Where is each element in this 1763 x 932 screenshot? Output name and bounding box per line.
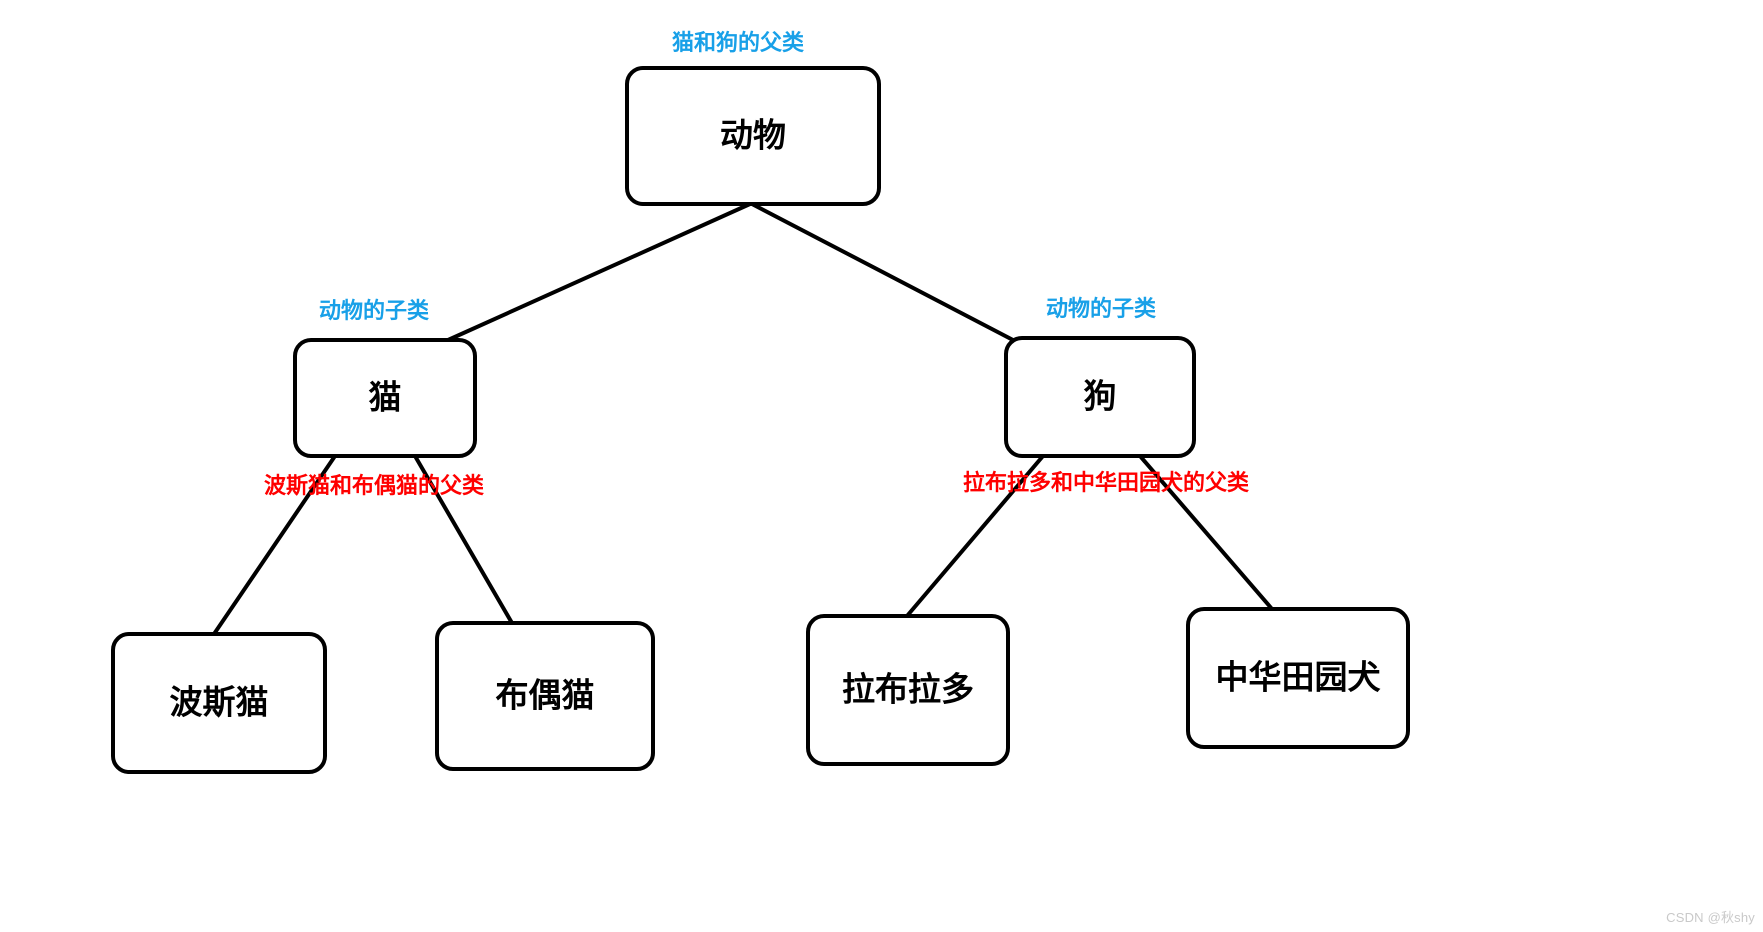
node-dog[interactable]: 狗	[1004, 336, 1196, 458]
node-box-animal[interactable]	[625, 66, 881, 206]
node-label-animal: 动物	[720, 117, 786, 154]
node-labrador[interactable]: 拉布拉多	[806, 614, 1010, 766]
edge-cat-to-ragdoll	[413, 454, 514, 625]
node-cat[interactable]: 猫	[293, 338, 477, 458]
node-ragdoll[interactable]: 布偶猫	[435, 621, 655, 771]
node-box-labrador[interactable]	[806, 614, 1010, 766]
edges-layer	[212, 202, 1274, 636]
csdn-watermark: CSDN @秋shy	[1666, 910, 1755, 925]
node-label-chinese: 中华田园犬	[1216, 659, 1381, 696]
annotation-animal-note: 猫和狗的父类	[672, 30, 805, 55]
edge-dog-to-labrador	[905, 454, 1045, 618]
node-label-ragdoll: 布偶猫	[496, 677, 595, 714]
edge-animal-to-cat	[446, 202, 752, 342]
node-label-labrador: 拉布拉多	[842, 671, 974, 708]
node-label-cat: 猫	[369, 379, 402, 416]
node-label-dog: 狗	[1084, 378, 1117, 415]
annotation-dog-note: 动物的子类	[1046, 296, 1157, 321]
annotation-cat-parent-note: 波斯猫和布偶猫的父类	[264, 473, 485, 498]
edge-dog-to-chinese	[1138, 454, 1274, 611]
node-chinese[interactable]: 中华田园犬	[1186, 607, 1410, 749]
node-animal[interactable]: 动物	[625, 66, 881, 206]
node-persian[interactable]: 波斯猫	[111, 632, 327, 774]
edge-animal-to-dog	[750, 202, 1015, 342]
node-box-ragdoll[interactable]	[435, 621, 655, 771]
annotation-cat-note: 动物的子类	[319, 298, 430, 323]
node-box-cat[interactable]	[293, 338, 477, 458]
node-box-chinese[interactable]	[1186, 607, 1410, 749]
edge-cat-to-persian	[212, 454, 337, 636]
annotation-dog-parent-note: 拉布拉多和中华田园犬的父类	[963, 470, 1250, 495]
node-box-dog[interactable]	[1004, 336, 1196, 458]
node-box-persian[interactable]	[111, 632, 327, 774]
node-label-persian: 波斯猫	[170, 684, 269, 721]
